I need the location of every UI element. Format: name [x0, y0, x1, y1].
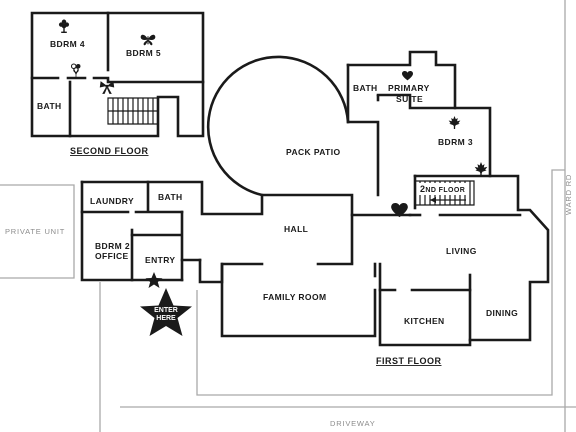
here-label: HERE: [156, 315, 176, 322]
star-icon: [140, 288, 192, 336]
dining-label: DINING: [486, 308, 518, 318]
enter-here-star[interactable]: ENTER HERE: [140, 288, 192, 336]
entry-label: ENTRY: [145, 255, 176, 265]
hall-label: HALL: [284, 224, 308, 234]
laundry-label: LAUNDRY: [90, 196, 134, 206]
pack-patio-label: PACK PATIO: [286, 147, 341, 157]
bdrm4-label: BDRM 4: [50, 39, 85, 49]
primary-suite-label-line2: SUITE: [396, 94, 423, 104]
first-floor-bath-label: BATH: [158, 192, 183, 202]
kitchen-label: KITCHEN: [404, 316, 445, 326]
second-floor-title: SECOND FLOOR: [70, 146, 149, 156]
first-floor-title: FIRST FLOOR: [376, 356, 442, 366]
second-floor: [30, 11, 205, 138]
second-floor-stairs-label: 2ND FLOOR: [420, 184, 465, 194]
entry-star-icon: [145, 272, 163, 288]
living-label: LIVING: [446, 246, 477, 256]
primary-bath-label: BATH: [353, 83, 378, 93]
second-floor-stairs: [107, 97, 159, 125]
ward-rd-label: WARD RD: [564, 174, 573, 215]
bdrm5-label: BDRM 5: [126, 48, 161, 58]
first-floor-stairs: [415, 180, 475, 206]
family-room-label: FAMILY ROOM: [263, 292, 326, 302]
primary-suite-label-line1: PRIMARY: [388, 83, 430, 93]
private-unit-label: PRIVATE UNIT: [5, 227, 65, 236]
bdrm3-label: BDRM 3: [438, 137, 473, 147]
butterfly-icon: [140, 34, 156, 46]
second-floor-bath-label: BATH: [37, 101, 62, 111]
maple-leaf-icon: [474, 162, 488, 176]
first-floor: [80, 50, 550, 347]
enter-label: ENTER: [154, 307, 178, 314]
bdrm2-label-line2: OFFICE: [95, 251, 129, 261]
primary-heart-icon: [402, 71, 413, 81]
bdrm2-label-line1: BDRM 2: [95, 241, 130, 251]
driveway-label: DRIVEWAY: [330, 419, 376, 428]
tree-icon: [58, 19, 70, 33]
maple-leaf-icon: [448, 116, 461, 129]
